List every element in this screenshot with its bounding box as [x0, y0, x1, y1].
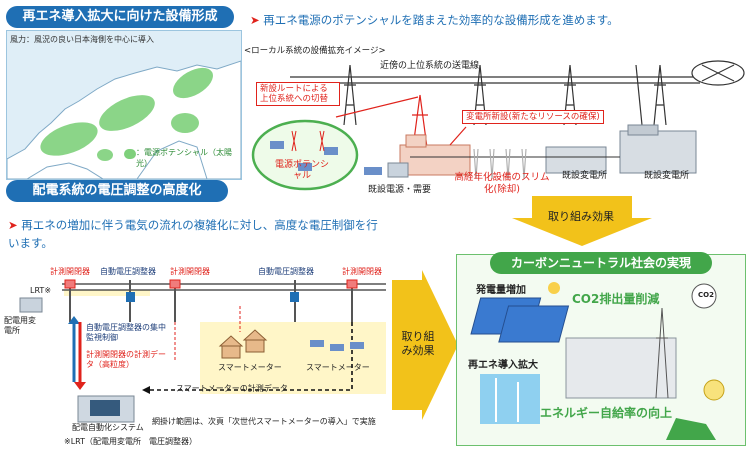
result-co2-reduction: CO2排出量削減: [572, 292, 660, 306]
map-legend-text: ：電源ポテンシャル（太陽光）: [136, 148, 232, 168]
label-existing-source: 既設電源・需要: [368, 185, 432, 195]
dist-meter-data: スマートメーターの計測データ: [176, 384, 288, 393]
section2-bullet: ➤ 再エネの増加に伴う電気の流れの複雑化に対し、高度な電圧制御を行います。: [8, 216, 388, 252]
dist-footnote: ※LRT（配電用変電所 電圧調整器）: [64, 437, 198, 446]
result-re-expansion: 再エネ導入拡大: [468, 360, 538, 371]
dist-sensor3: 計測開閉器: [342, 267, 382, 276]
dist-system: 配電自動化システム: [72, 423, 144, 432]
dist-meas-data: 計測開閉器の計測データ（高粒度）: [86, 350, 166, 369]
map-illustration: [6, 60, 242, 180]
japan-map: [6, 30, 242, 180]
grid-illustration: [251, 60, 745, 191]
co2-icon: CO2: [698, 291, 714, 299]
dist-note: 網掛け範囲は、次頁「次世代スマートメーターの導入」で実施: [152, 417, 376, 426]
dist-monitor: 自動電圧調整器の集中監視制御: [86, 323, 166, 342]
header-bullet-text: 再エネ電源のポテンシャルを踏まえた効率的な設備形成を進めます。: [263, 13, 619, 27]
effect-arrow-middle: [392, 270, 458, 420]
dist-sensor2: 計測開閉器: [170, 267, 210, 276]
bullet-arrow-icon-2: ➤: [8, 218, 22, 232]
label-potential: 電源ポテンシャル: [274, 160, 329, 181]
dist-regulator2: 自動電圧調整器: [258, 267, 314, 276]
label-new-route: 新設ルートによる上位系統への切替: [256, 82, 340, 106]
dist-smart-meter2: スマートメーター: [306, 363, 370, 372]
image-caption: <ローカル系統の設備拡充イメージ>: [244, 46, 386, 56]
bullet-arrow-icon: ➤: [250, 13, 264, 27]
result-title: カーボンニュートラル社会の実現: [490, 252, 712, 274]
label-existing-sub2: 既設変電所: [644, 171, 690, 181]
section1-title: 再エネ導入拡大に向けた設備形成: [6, 6, 234, 28]
dist-sensor1: 計測開閉器: [50, 267, 90, 276]
effect-arrow-top: [512, 196, 652, 246]
header-bullet: ➤ 再エネ電源のポテンシャルを踏まえた効率的な設備形成を進めます。: [250, 12, 619, 28]
section2-title: 配電系統の電圧調整の高度化: [6, 180, 228, 202]
effect-top-label: 取り組み効果: [548, 210, 614, 223]
dist-smart-meter1: スマートメーター: [218, 363, 282, 372]
map-wind-text: 風力：風況の良い日本海側を中心に導入: [10, 35, 154, 44]
label-upper-line: 近傍の上位系統の送電線: [380, 61, 480, 71]
distribution-diagram: [19, 279, 386, 423]
result-gen-increase: 発電量増加: [476, 285, 526, 296]
dist-substation: 配電用変電所: [4, 316, 36, 335]
label-aging-slim: 高経年化設備のスリム化(除却): [454, 172, 550, 195]
legend-swatch: [124, 149, 136, 159]
result-self-sufficiency: エネルギー自給率の向上: [540, 406, 673, 420]
label-existing-sub1: 既設変電所: [562, 171, 608, 181]
dist-lrt: LRT※: [30, 286, 52, 295]
dist-regulator1: 自動電圧調整器: [100, 267, 156, 276]
effect-middle-label: 取り組み効果: [401, 330, 435, 357]
section2-bullet-text: 再エネの増加に伴う電気の流れの複雑化に対し、高度な電圧制御を行います。: [8, 218, 378, 250]
result-illustration: [470, 282, 725, 440]
label-new-substation: 変電所新設(新たなリソースの確保): [462, 110, 604, 124]
